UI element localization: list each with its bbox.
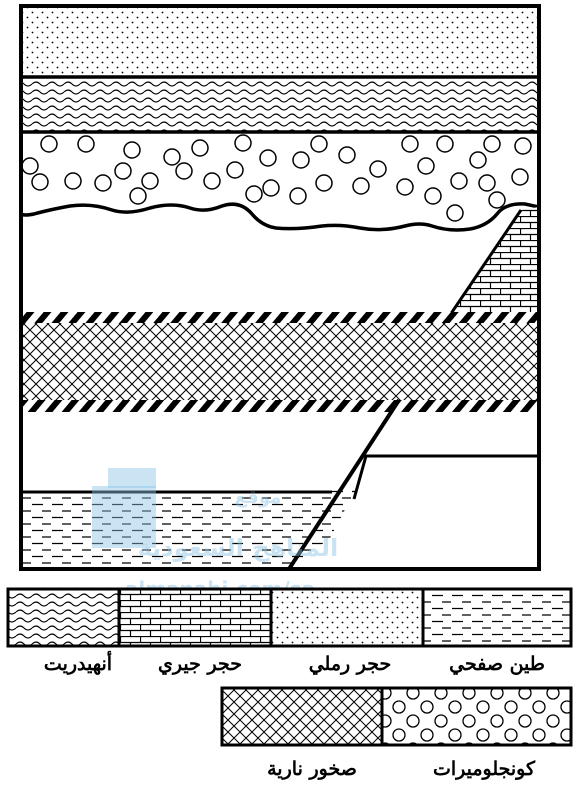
- watermark-line1: موقع: [235, 487, 282, 508]
- contact-band-lower: [21, 400, 539, 412]
- layer-igneous: [21, 323, 539, 400]
- legend-label-limestone: حجر جيري: [158, 653, 242, 676]
- legend-label-shale: طين صفحي: [449, 653, 545, 676]
- fault-lower: [287, 398, 401, 569]
- layer-conglomerate: [21, 132, 539, 230]
- legend-label-conglomerate: كونجلوميرات: [433, 758, 536, 780]
- conglomerate-pebbles: [21, 134, 532, 222]
- contact-band-upper: [21, 312, 539, 323]
- right-block-boundary: [352, 454, 539, 500]
- legend-swatch-shale: [421, 587, 573, 648]
- legend-swatch-limestone: [117, 587, 273, 648]
- layer-anhydrite: [21, 77, 539, 132]
- legend: أنهيدريت حجر جيري حجر رملي طين صفحي صخور…: [6, 587, 573, 780]
- layer-shale: [21, 489, 356, 569]
- legend-swatch-anhydrite: [6, 587, 121, 648]
- fault-upper: [444, 209, 523, 322]
- legend-swatch-conglomerate: [380, 686, 573, 747]
- legend-label-igneous: صخور نارية: [267, 758, 357, 780]
- legend-label-anhydrite: أنهيدريت: [44, 650, 112, 675]
- legend-swatch-sandstone: [269, 587, 425, 648]
- layer-limestone-wedge: [446, 207, 539, 321]
- watermark: موقع المناهج السعودية: [92, 468, 338, 562]
- legend-label-sandstone: حجر رملي: [309, 653, 392, 676]
- cross-section: موقع المناهج السعودية: [21, 6, 539, 569]
- unconformity-line: [21, 202, 539, 232]
- watermark-line2: المناهج السعودية: [138, 534, 339, 562]
- layer-sandstone: [21, 6, 539, 77]
- section-frame: [19, 4, 541, 571]
- legend-swatch-igneous: [220, 686, 384, 747]
